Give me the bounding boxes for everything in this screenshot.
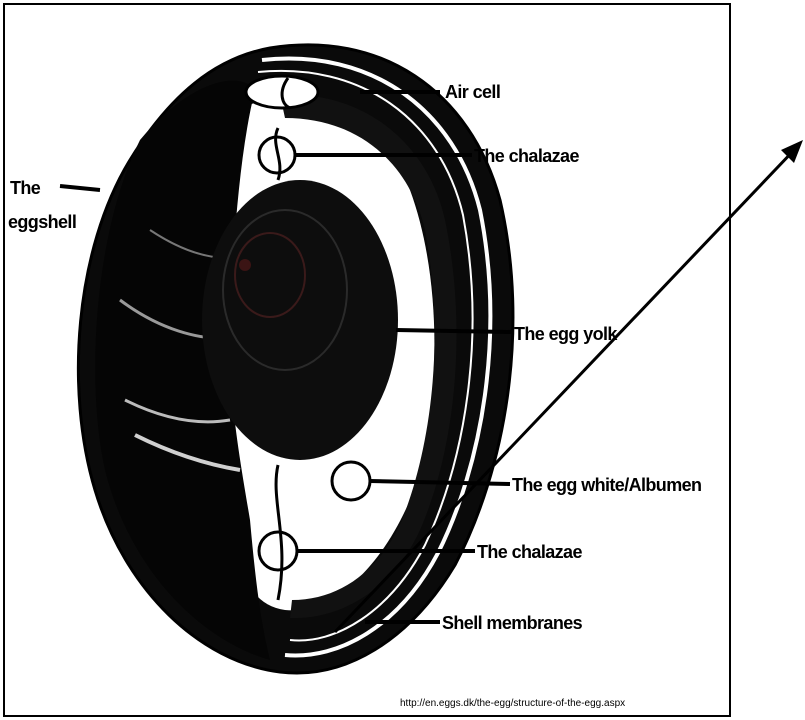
label-egg-yolk: The egg yolk <box>514 324 618 344</box>
label-chalazae-bottom: The chalazae <box>477 542 582 562</box>
source-url: http://en.eggs.dk/the-egg/structure-of-t… <box>400 698 625 709</box>
egg-yolk <box>202 180 398 460</box>
label-egg-white: The egg white/Albumen <box>512 475 701 495</box>
germinal-disc <box>239 259 251 271</box>
egg-white-marker <box>332 462 370 500</box>
label-air-cell: Air cell <box>445 82 500 102</box>
label-chalazae-top: The chalazae <box>474 146 579 166</box>
label-eggshell-line2: eggshell <box>8 212 76 232</box>
label-eggshell-line1: The <box>10 178 41 198</box>
leader-egg-yolk <box>396 330 512 332</box>
label-shell-membranes: Shell membranes <box>442 613 583 633</box>
